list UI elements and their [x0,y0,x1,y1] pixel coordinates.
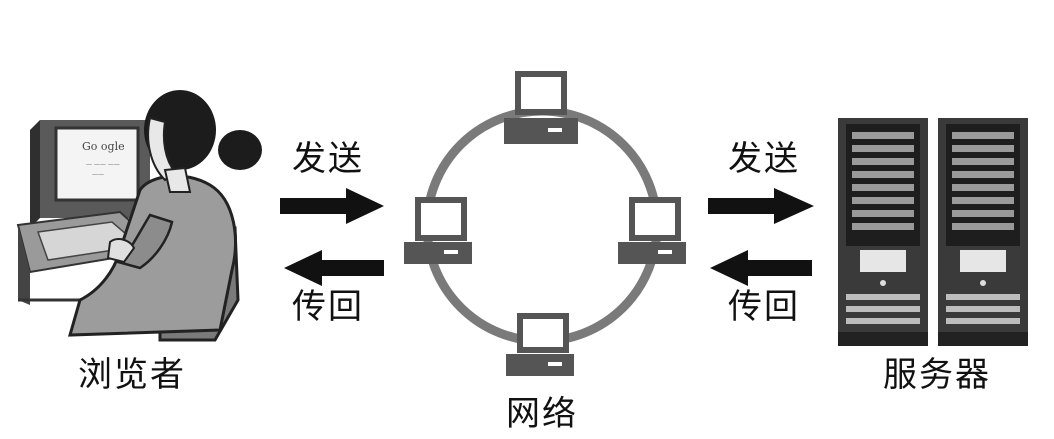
server-rack-icon [838,118,928,346]
woman-at-computer-icon [16,90,262,342]
network-label: 网络 [506,394,578,434]
screen-line-1: — —— —— [86,161,120,168]
desktop-computer-icon [404,197,472,264]
arrow-right-icon [708,188,814,224]
arrow-right-icon [280,188,384,224]
viewer-label: 浏览者 [78,355,186,395]
send-label-right: 发送 [728,139,800,179]
send-label-left: 发送 [292,139,364,179]
desktop-computer-icon [504,71,578,144]
desktop-computer-icon [506,313,574,376]
arrow-left-icon [284,250,384,286]
desktop-computer-icon [618,197,686,264]
screen-logo-text: Go ogle [82,140,125,153]
server-label: 服务器 [883,355,991,395]
screen-line-2: —— [92,171,104,178]
arrow-left-icon [710,250,812,286]
server-rack-icon [938,118,1028,346]
return-label-left: 传回 [292,287,364,327]
return-label-right: 传回 [728,287,800,327]
